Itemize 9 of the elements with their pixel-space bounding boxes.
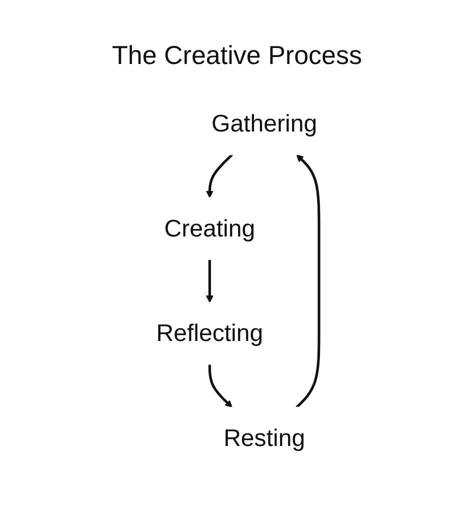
arrow	[206, 154, 234, 198]
node-text: Reflecting	[156, 320, 264, 346]
arrow	[296, 154, 321, 408]
arrow	[206, 260, 214, 303]
title: The Creative Process	[111, 40, 363, 71]
node-text: Creating	[164, 214, 256, 242]
node-text: Gathering	[212, 110, 318, 137]
node-text: Resting	[224, 424, 306, 452]
arrow	[208, 364, 233, 408]
